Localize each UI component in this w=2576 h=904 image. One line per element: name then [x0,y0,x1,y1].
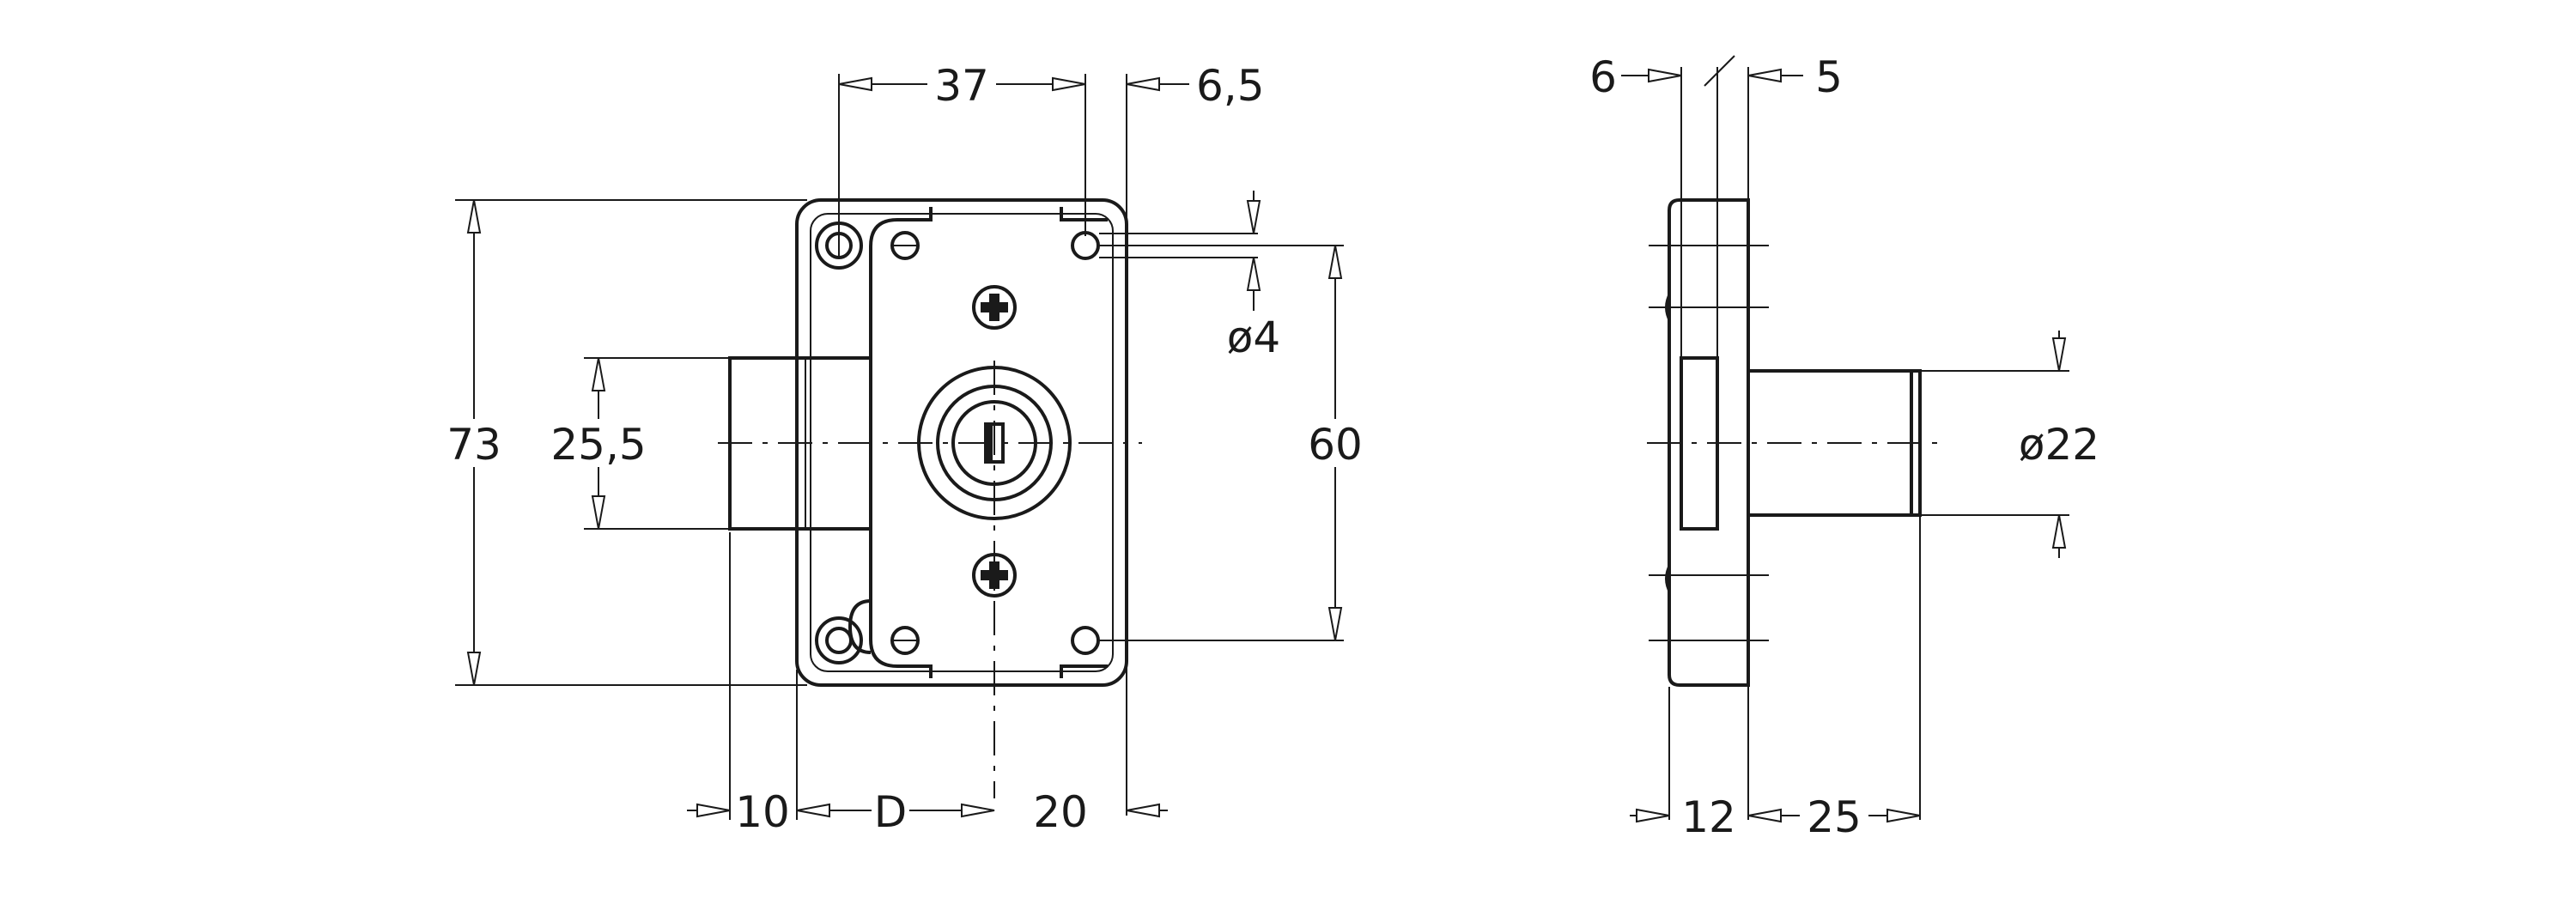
screw-hole-plate-bottom [890,626,920,655]
arrow-25-left [1747,808,1782,823]
side-body [1668,198,1750,687]
dim-label-60: 60 [1308,420,1363,470]
arrow-20-right [1126,803,1160,818]
arrow-73-top [466,199,482,234]
screw-hole-plate-top [890,231,920,260]
side-view: 6 5 ø22 12 25 [1589,52,2109,842]
mounting-hole-bottom-left [815,616,863,664]
dim-label-255: 25,5 [550,420,646,470]
screw-hole-right-top [1071,231,1100,260]
screw-hole-right-bottom [1071,626,1100,655]
front-view: 37 6,5 ø4 73 25,5 60 10 [440,60,1370,837]
arrow-d22-lower [2051,514,2067,549]
arrow-d4-lower [1246,257,1261,291]
dim-label-37: 37 [934,61,989,111]
arrow-6 [1648,68,1682,83]
arrow-10-left [696,803,731,818]
dim-label-d22: ø22 [2019,420,2099,470]
arrow-73-bottom [466,652,482,686]
arrow-60-bottom [1327,607,1343,641]
arrow-255-bottom [591,495,606,530]
dim-label-65: 6,5 [1196,61,1265,111]
dim-label-d: D [874,787,908,837]
dim-label-12: 12 [1681,792,1736,842]
rivet-bottom-left [848,599,872,654]
side-rivet-bottom [1665,563,1669,594]
arrow-60-top [1327,245,1343,279]
arrow-5 [1747,68,1782,83]
arrow-d-left [796,803,830,818]
dim-label-5: 5 [1815,52,1843,102]
dim-label-10: 10 [735,787,790,837]
arrow-d22-upper [2051,337,2067,372]
slash-mark [1704,55,1735,87]
dim-label-25: 25 [1807,792,1862,842]
arrow-37-right [1052,76,1086,92]
arrow-25-right [1886,808,1921,823]
arrow-37-left [838,76,872,92]
phillips-screw-top [972,285,1017,330]
arrow-12-left [1636,808,1670,823]
arrow-d4-upper [1246,200,1261,234]
dim-label-6: 6 [1589,52,1617,102]
dim-label-20: 20 [1033,787,1088,837]
arrow-255-top [591,357,606,391]
dim-label-d4: ø4 [1227,312,1280,362]
arrow-d-right [961,803,995,818]
arrow-65 [1126,76,1160,92]
dim-label-73: 73 [447,420,501,470]
